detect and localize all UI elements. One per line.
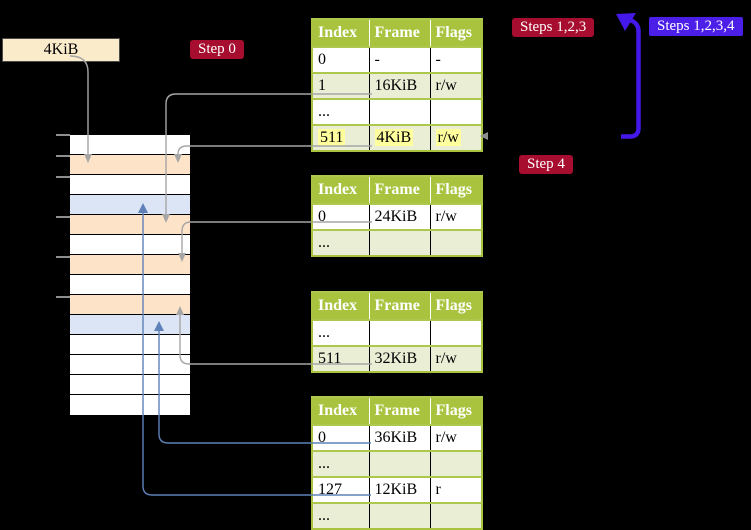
flags-cell (429, 503, 482, 529)
memory-row (70, 375, 190, 395)
flags-cell (429, 230, 482, 256)
index-cell: ... (318, 324, 330, 341)
index-cell: 0 (318, 208, 326, 225)
table-header-row: Index Frame Flags (312, 292, 482, 320)
memory-row (70, 175, 190, 195)
table-row: ... (312, 320, 482, 346)
memory-row-mapped-page (70, 195, 190, 215)
index-cell: 0 (318, 429, 326, 446)
index-cell: ... (312, 451, 369, 477)
memory-tick (56, 256, 70, 258)
frame-cell (368, 503, 430, 529)
frame-cell: 12KiB (368, 477, 430, 503)
page-table-4: Index Frame Flags 0 36KiB r/w ... 127 12… (311, 396, 483, 530)
highlight: 511 (318, 129, 346, 146)
column-header: Frame (368, 176, 430, 204)
index-cell: 0 (318, 51, 326, 68)
index-cell: 127 (318, 481, 342, 498)
table-row: 0 24KiB r/w (312, 204, 482, 230)
column-header: Index (312, 176, 369, 204)
column-header: Flags (429, 292, 482, 320)
table-row: ... (312, 503, 482, 529)
table-row: 0 36KiB r/w (312, 425, 482, 451)
memory-tick (56, 134, 70, 136)
memory-row (70, 135, 190, 155)
flags-cell: - (429, 47, 482, 73)
index-cell: 511 (312, 346, 369, 372)
frame-cell (368, 230, 430, 256)
table-row: 511 32KiB r/w (312, 346, 482, 372)
flags-cell: r/w (429, 204, 482, 230)
frame-cell: 4KiB (368, 125, 430, 151)
physical-memory-column (70, 135, 190, 415)
table-row: 127 12KiB r (312, 477, 482, 503)
flags-cell: r (429, 477, 482, 503)
index-cell: ... (312, 230, 369, 256)
frame-cell: 32KiB (368, 346, 430, 372)
steps-123-badge: Steps 1,2,3 (512, 18, 595, 37)
memory-row (70, 275, 190, 295)
memory-tick (56, 296, 70, 298)
table-row-highlighted: 511 4KiB r/w (312, 125, 482, 151)
frame-cell: 16KiB (368, 73, 430, 99)
loop-arrow-steps (616, 13, 641, 139)
memory-row (70, 235, 190, 255)
memory-tick (56, 155, 70, 157)
column-header: Flags (429, 397, 482, 425)
index-cell: ... (312, 503, 369, 529)
memory-row (70, 395, 190, 415)
frame-cell (368, 451, 430, 477)
page-table-2: Index Frame Flags 0 24KiB r/w ... (311, 175, 483, 257)
flags-cell: r/w (429, 425, 482, 451)
memory-row-page-table (70, 155, 190, 175)
page-size-label-box: 4KiB (2, 38, 120, 62)
table-row: ... (312, 99, 482, 125)
index-cell: 511 (312, 125, 369, 151)
flags-cell (429, 320, 482, 346)
frame-cell: 36KiB (368, 425, 430, 451)
table-header-row: Index Frame Flags (312, 19, 482, 47)
index-cell: ... (318, 103, 330, 120)
memory-row-mapped-page (70, 315, 190, 335)
step-0-badge: Step 0 (190, 40, 244, 59)
highlight: 4KiB (374, 129, 414, 146)
column-header: Index (312, 397, 369, 425)
frame-cell: - (368, 47, 430, 73)
column-header: Frame (368, 397, 430, 425)
frame-cell (368, 99, 430, 125)
page-table-1: Index Frame Flags 0 - - 1 16KiB r/w ... … (311, 18, 483, 152)
memory-row (70, 335, 190, 355)
frame-cell (368, 320, 430, 346)
table-header-row: Index Frame Flags (312, 397, 482, 425)
highlight: r/w (435, 129, 461, 146)
memory-row-page-table (70, 215, 190, 235)
flags-cell (429, 451, 482, 477)
flags-cell (429, 99, 482, 125)
table-row: 1 16KiB r/w (312, 73, 482, 99)
table-row: 0 - - (312, 47, 482, 73)
table-header-row: Index Frame Flags (312, 176, 482, 204)
memory-row (70, 355, 190, 375)
table-row: ... (312, 451, 482, 477)
memory-row-page-table (70, 295, 190, 315)
column-header: Frame (368, 292, 430, 320)
table-row: ... (312, 230, 482, 256)
column-header: Flags (429, 19, 482, 47)
column-header: Index (312, 19, 369, 47)
memory-tick (56, 216, 70, 218)
memory-tick (56, 176, 70, 178)
flags-cell: r/w (429, 125, 482, 151)
flags-cell: r/w (429, 73, 482, 99)
memory-row-page-table (70, 255, 190, 275)
frame-cell: 24KiB (368, 204, 430, 230)
step-4-badge: Step 4 (519, 155, 573, 174)
flags-cell: r/w (429, 346, 482, 372)
column-header: Index (312, 292, 369, 320)
page-table-3: Index Frame Flags ... 511 32KiB r/w (311, 291, 483, 373)
column-header: Frame (368, 19, 430, 47)
index-cell: 1 (312, 73, 369, 99)
column-header: Flags (429, 176, 482, 204)
steps-1234-badge: Steps 1,2,3,4 (649, 17, 743, 36)
